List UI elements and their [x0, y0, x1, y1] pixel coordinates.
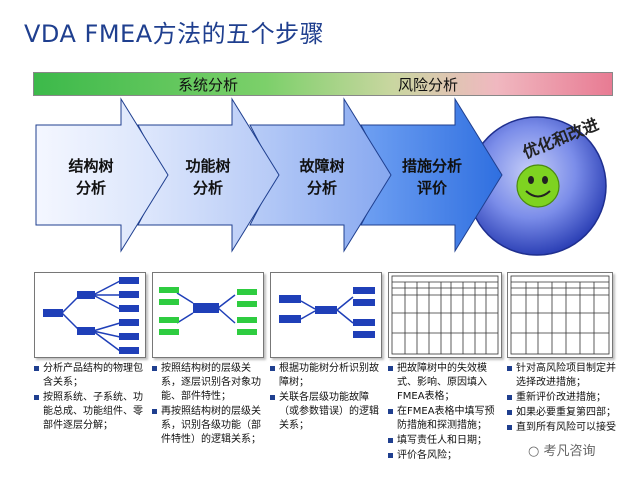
optimization-form-panel: [507, 272, 613, 358]
description-structure: 分析产品结构的物理包含关系； 按照系统、子系统、功能总成、功能组件、零部件逐层分…: [34, 362, 146, 434]
description-item: 再按照结构树的层级关系，识别各级功能（部件特性）的逻辑关系；: [152, 405, 264, 447]
step-label-1: 结构树 分析: [68, 157, 114, 197]
smiley-right-eye: [542, 176, 548, 184]
fault-tree-panel: [270, 272, 382, 358]
description-item: 填写责任人和日期；: [388, 434, 502, 448]
step-arrow-1: [35, 97, 169, 253]
description-item: 分析产品结构的物理包含关系；: [34, 362, 146, 390]
description-item: 重新评价改进措施；: [507, 391, 619, 405]
description-fault: 根据功能树分析识别故障树； 关联各层级功能故障（或参数错误）的逻辑关系；: [270, 362, 382, 434]
step-label-2: 功能树 分析: [185, 157, 231, 197]
smiley-left-eye: [528, 176, 534, 184]
smiley-face-icon: [516, 164, 560, 208]
description-measures: 把故障树中的失效模式、影响、原因填入FMEA表格； 在FMEA表格中填写预防措施…: [388, 362, 502, 464]
function-tree-diagram: [159, 287, 257, 335]
description-item: 根据功能树分析识别故障树；: [270, 362, 382, 390]
optimization-table-icon: [510, 275, 610, 355]
description-optimization: 针对高风险项目制定并选择改进措施； 重新评价改进措施； 如果必要重复第四部； 直…: [507, 362, 619, 436]
fault-tree-diagram: [279, 287, 375, 338]
smiley-mouth: [525, 190, 551, 198]
description-item: 在FMEA表格中填写预防措施和探测措施；: [388, 405, 502, 433]
steps-graphic: [35, 97, 607, 256]
description-item: 如果必要重复第四部；: [507, 406, 619, 420]
phase-bar: [33, 72, 613, 96]
structure-tree-diagram: [43, 277, 139, 354]
description-item: 针对高风险项目制定并选择改进措施；: [507, 362, 619, 390]
watermark: ○ 考凡咨询: [528, 440, 596, 459]
fmea-form-panel: [388, 272, 502, 358]
description-function: 按照结构树的层级关系，逐层识别各对象功能、部件特性； 再按照结构树的层级关系，识…: [152, 362, 264, 448]
phase-label-risk: 风险分析: [398, 76, 459, 94]
description-item: 直到所有风险可以接受: [507, 421, 619, 435]
step-label-3: 故障树 分析: [299, 157, 345, 197]
description-item: 按照系统、子系统、功能总成、功能组件、零部件逐层分解；: [34, 391, 146, 433]
description-item: 关联各层级功能故障（或参数错误）的逻辑关系；: [270, 391, 382, 433]
function-tree-panel: [152, 272, 264, 358]
watermark-text: 考凡咨询: [543, 444, 596, 459]
step-label-4: 措施分析 评价: [401, 157, 462, 197]
description-item: 按照结构树的层级关系，逐层识别各对象功能、部件特性；: [152, 362, 264, 404]
description-item: 评价各风险；: [388, 449, 502, 463]
phase-label-system: 系统分析: [178, 76, 239, 94]
description-item: 把故障树中的失效模式、影响、原因填入FMEA表格；: [388, 362, 502, 404]
structure-tree-panel: [34, 272, 146, 358]
fmea-table-icon: [391, 275, 499, 355]
chat-bubble-icon: ○: [528, 444, 540, 459]
page-title: VDA FMEA方法的五个步骤: [24, 20, 325, 48]
